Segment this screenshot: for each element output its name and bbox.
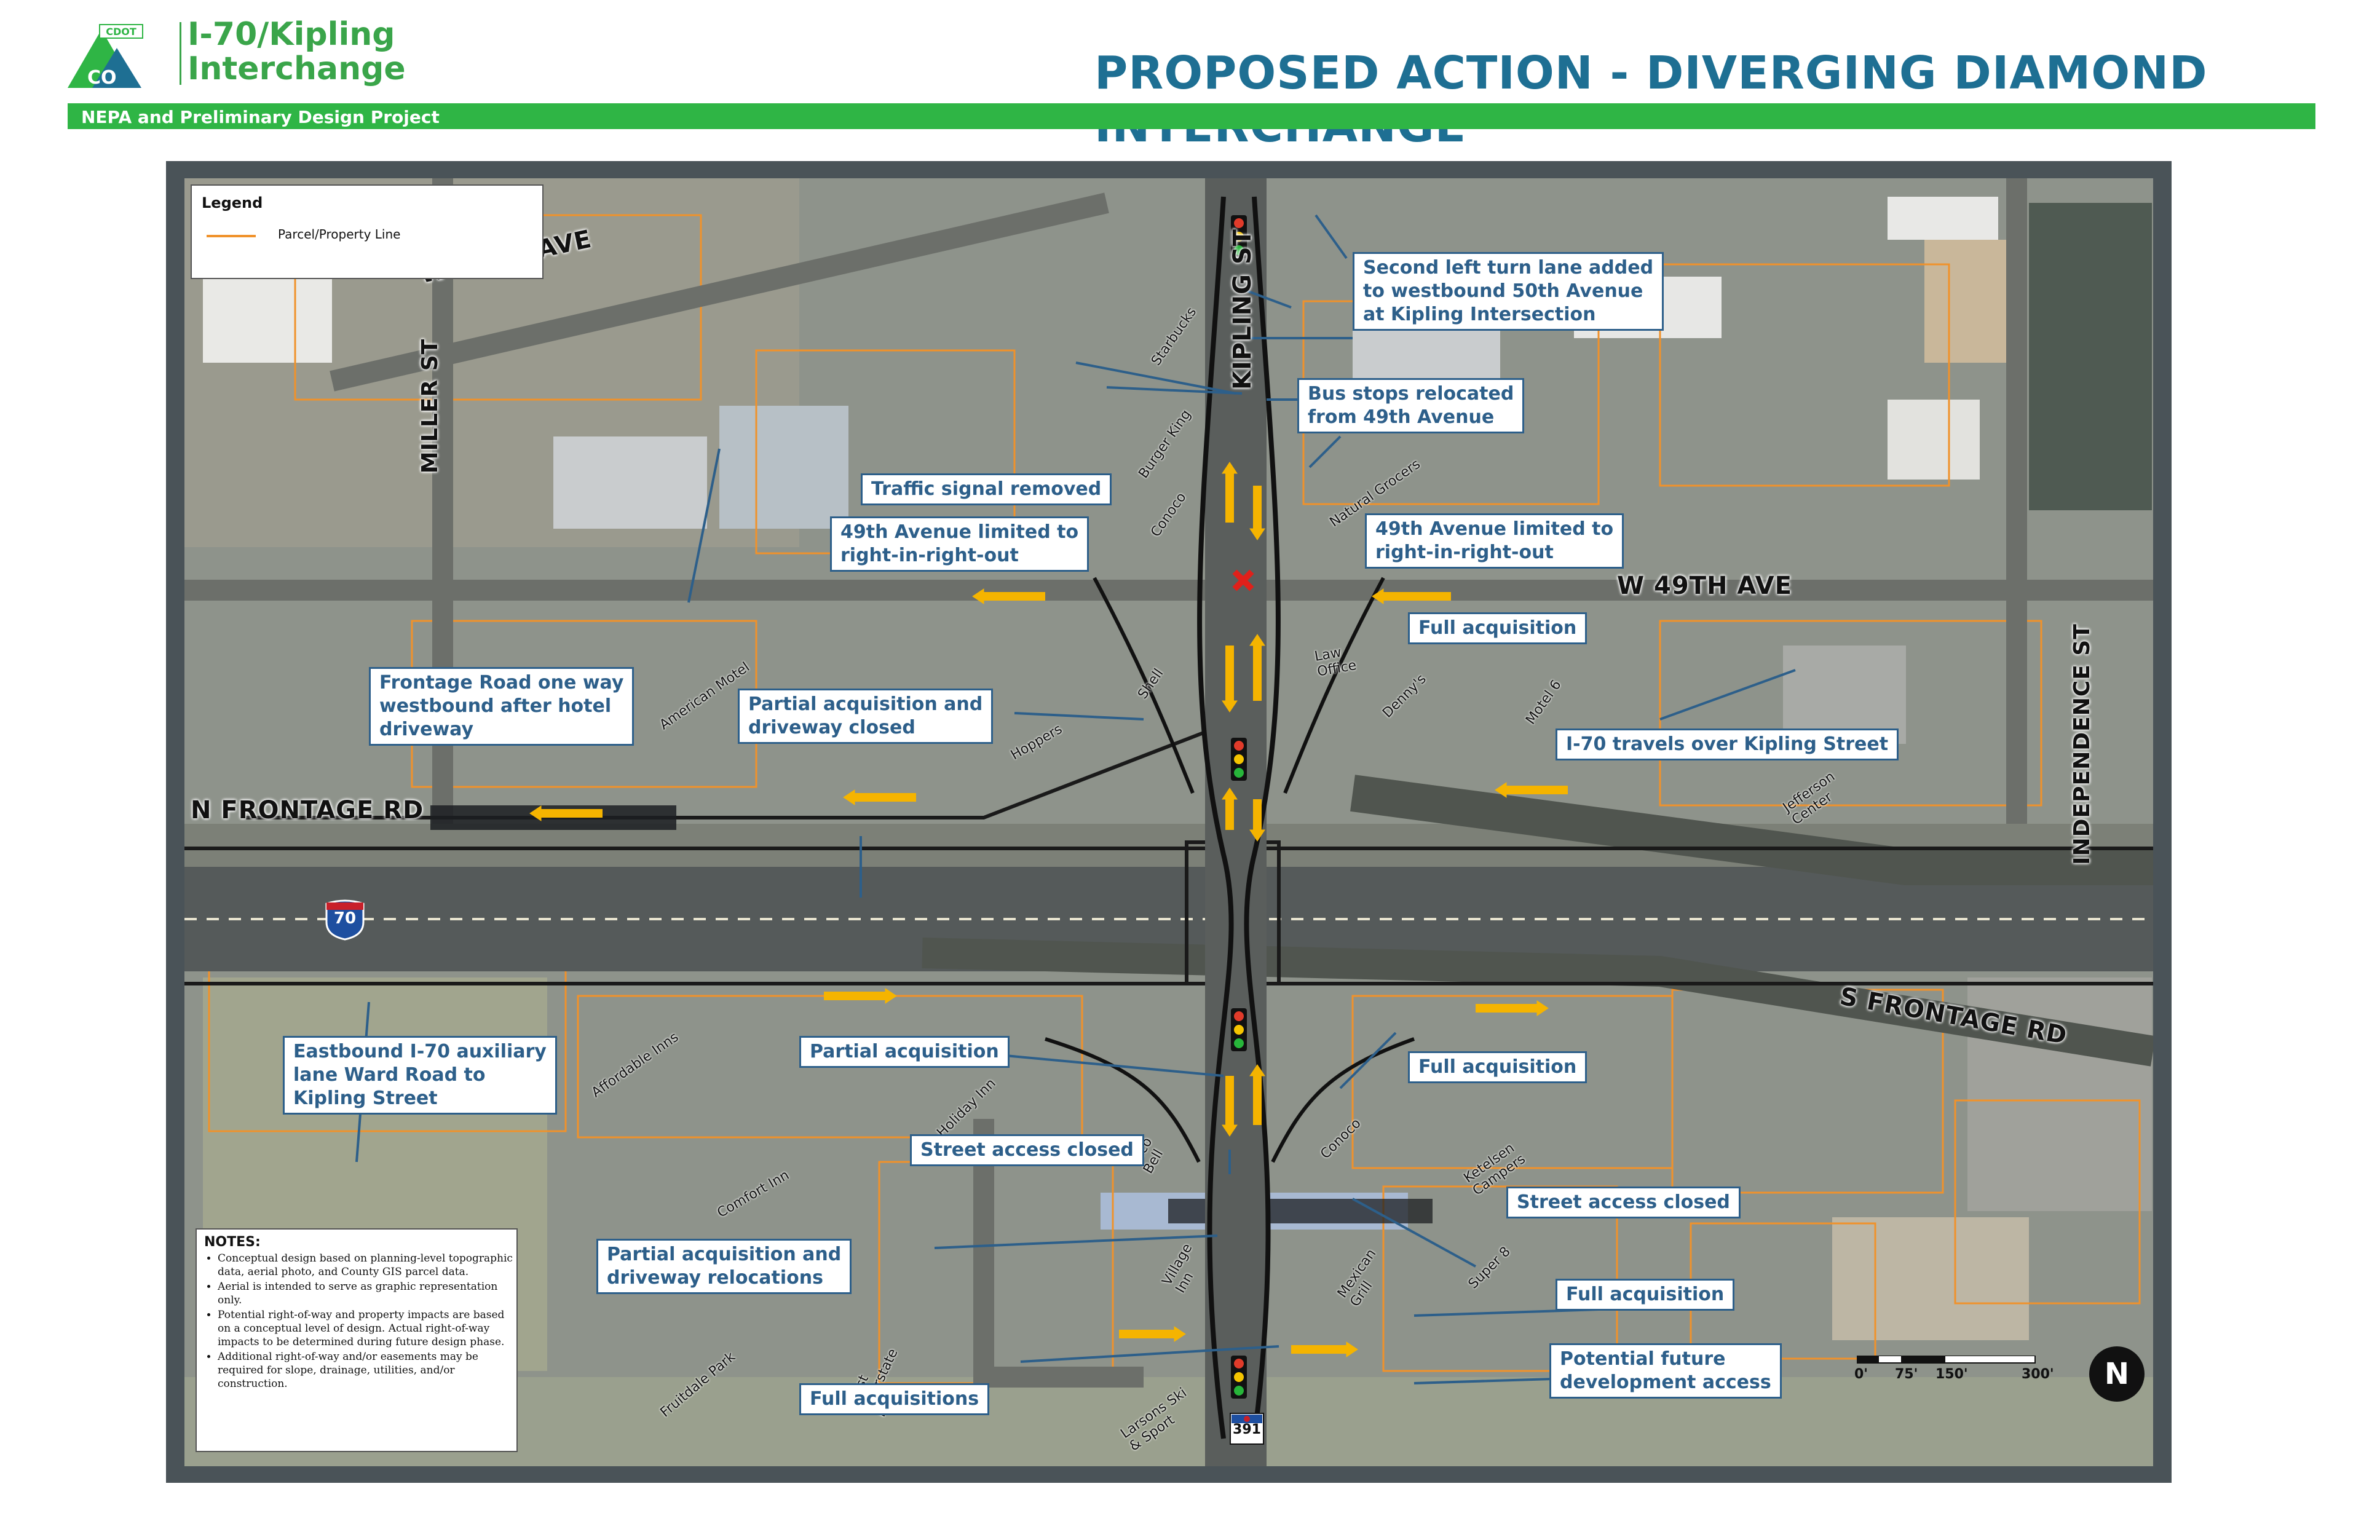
callout-rirо-west: 49th Avenue limited to right-in-right-ou… (830, 516, 1089, 572)
street-label-n-frontage: N FRONTAGE RD (191, 796, 424, 824)
leader-lines (355, 214, 1796, 1384)
scale-tick-75: 75' (1895, 1367, 1918, 1382)
subtitle-bar: NEPA and Preliminary Design Project (68, 103, 2315, 129)
north-arrow-icon: N (2089, 1346, 2145, 1402)
scale-tick-300: 300' (2022, 1367, 2054, 1382)
notes-title: NOTES: (204, 1234, 261, 1250)
north-arrow-label: N (2104, 1357, 2130, 1391)
i70-shield-icon (325, 899, 365, 941)
legend-parcel-line-symbol (207, 235, 256, 237)
callout-i70-over-kipling: I-70 travels over Kipling Street (1556, 729, 1899, 760)
legend-title: Legend (202, 194, 263, 211)
traffic-signals (1231, 215, 1254, 1399)
callout-future-development: Potential future development access (1549, 1343, 1782, 1399)
subtitle: NEPA and Preliminary Design Project (81, 107, 440, 127)
callout-street-closed-east: Street access closed (1506, 1187, 1741, 1218)
callout-street-closed-west: Street access closed (910, 1134, 1144, 1166)
callout-full-acquisition-1: Full acquisition (1408, 612, 1587, 644)
callout-bus-stops: Bus stops relocated from 49th Avenue (1297, 378, 1525, 433)
callout-partial-relocations: Partial acquisition and driveway relocat… (596, 1239, 852, 1294)
street-label-w49: W 49TH AVE (1617, 572, 1792, 600)
note-item: Conceptual design based on planning-leve… (218, 1252, 513, 1279)
sh391-shield-label: 391 (1233, 1422, 1261, 1437)
note-item: Aerial is intended to serve as graphic r… (218, 1280, 513, 1307)
sh391-shield-icon (1230, 1413, 1264, 1445)
page-title: PROPOSED ACTION - DIVERGING DIAMOND INTE… (1094, 47, 2208, 152)
scale-bar: 0' 75' 150' 300' (1854, 1356, 2054, 1392)
street-label-independence: INDEPENDENCE ST (2069, 623, 2095, 865)
scale-tick-150: 150' (1935, 1367, 1968, 1382)
callout-signal-removed: Traffic signal removed (861, 473, 1112, 505)
street-label-miller: MILLER ST (417, 338, 443, 474)
street-label-kipling: KIPLING ST (1228, 229, 1257, 390)
cdot-logo: CDOT CO (68, 24, 143, 89)
callout-rirо-east: 49th Avenue limited to right-in-right-ou… (1365, 513, 1624, 569)
callout-full-acquisition-3: Full acquisition (1556, 1279, 1735, 1311)
i70-mainline (184, 711, 2153, 1067)
legend: Legend Parcel/Property Line (191, 184, 544, 279)
notes-box: NOTES: Conceptual design based on planni… (196, 1228, 518, 1452)
project-title-line1: I-70/Kipling (188, 16, 395, 53)
building (203, 277, 332, 363)
callout-frontage-one-way: Frontage Road one way westbound after ho… (369, 667, 635, 746)
callout-partial-closed: Partial acquisition and driveway closed (738, 689, 994, 744)
notes-list: Conceptual design based on planning-leve… (204, 1252, 513, 1392)
note-item: Additional right-of-way and/or easements… (218, 1350, 513, 1391)
logo-badge: CDOT (106, 26, 136, 38)
callout-partial-acquisition: Partial acquisition (799, 1036, 1010, 1068)
scale-tick-0: 0' (1854, 1367, 1868, 1382)
project-title: I-70/Kipling Interchange (188, 17, 406, 86)
logo-divider (180, 22, 181, 85)
callout-eb-aux-lane: Eastbound I-70 auxiliary lane Ward Road … (283, 1036, 557, 1115)
logo-state: CO (87, 67, 117, 89)
signal-removed-x (1232, 569, 1254, 591)
callout-full-acquisition-2: Full acquisition (1408, 1051, 1587, 1083)
legend-parcel-line-label: Parcel/Property Line (278, 227, 401, 242)
note-item: Potential right-of-way and property impa… (218, 1308, 513, 1349)
project-title-line2: Interchange (188, 50, 406, 87)
callout-second-left-turn: Second left turn lane added to westbound… (1353, 252, 1664, 331)
i70-shield-label: 70 (333, 909, 357, 928)
local-roads (184, 178, 2153, 1388)
callout-full-acquisitions: Full acquisitions (799, 1383, 990, 1415)
direction-arrows (529, 462, 1568, 1357)
